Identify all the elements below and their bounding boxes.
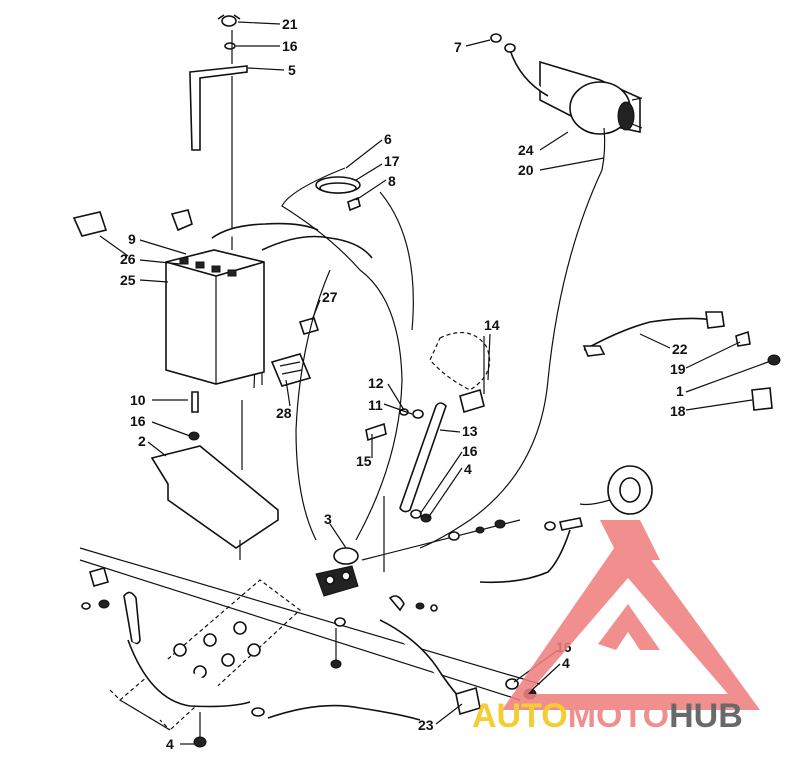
callout-7: 7 [454,39,462,55]
callout-22: 22 [672,341,688,357]
callout-17: 17 [384,153,400,169]
callout-25: 25 [120,272,136,288]
hold-down-bracket [189,14,248,250]
engine-block [89,567,301,731]
callout-9: 9 [128,231,136,247]
small-parts-27-28 [270,317,320,387]
battery [165,249,265,385]
callout-4: 4 [166,736,174,752]
battery-tray [150,391,279,560]
terminal-cover [72,209,193,237]
callout-2: 2 [138,433,146,449]
watermark-moto: MOTO [568,697,669,735]
callout-11: 11 [368,397,383,413]
callout-16: 16 [462,443,478,459]
starter-solenoid [490,33,643,171]
watermark-auto: AUTO [472,697,568,735]
callout-5: 5 [288,62,296,78]
callout-3: 3 [324,511,332,527]
callout-4: 4 [562,655,570,671]
callout-23: 23 [418,717,434,733]
ground-wire [127,619,481,721]
callout-28: 28 [276,405,292,421]
callout-16: 16 [282,38,298,54]
callout-labels: 21 16 5 7 6 17 8 24 20 9 26 25 27 14 22 … [120,16,688,752]
leader-lines [99,21,769,745]
watermark-logo [502,520,760,710]
callout-15: 15 [356,453,372,469]
callout-27: 27 [322,289,338,305]
callout-10: 10 [130,392,146,408]
temperature-sensor [582,311,781,411]
callout-19: 19 [670,361,686,377]
callout-26: 26 [120,251,136,267]
callout-12: 12 [368,375,384,391]
callout-18: 18 [670,403,686,419]
ignition-switch [429,331,491,414]
callout-24: 24 [518,142,534,158]
cable-clamp [315,176,361,212]
callout-16: 16 [130,413,146,429]
callout-21: 21 [282,16,298,32]
callout-4: 4 [464,461,472,477]
fasteners [81,519,537,748]
logo-inner-triangle [600,520,660,560]
throttle-link [365,402,447,572]
watermark-hub: HUB [669,697,743,735]
callout-6: 6 [384,131,392,147]
callout-8: 8 [388,173,396,189]
callout-1: 1 [676,383,684,399]
callout-14: 14 [484,317,500,333]
horn [479,465,653,584]
callout-20: 20 [518,162,534,178]
logo-inner-mark [598,604,660,650]
logo-outer-triangle [502,528,760,710]
watermark: AUTOMOTOHUB [472,520,760,735]
callout-13: 13 [462,423,478,439]
watermark-text: AUTOMOTOHUB [472,697,743,735]
wire-harness [281,167,603,549]
voltage-regulator [315,547,359,669]
